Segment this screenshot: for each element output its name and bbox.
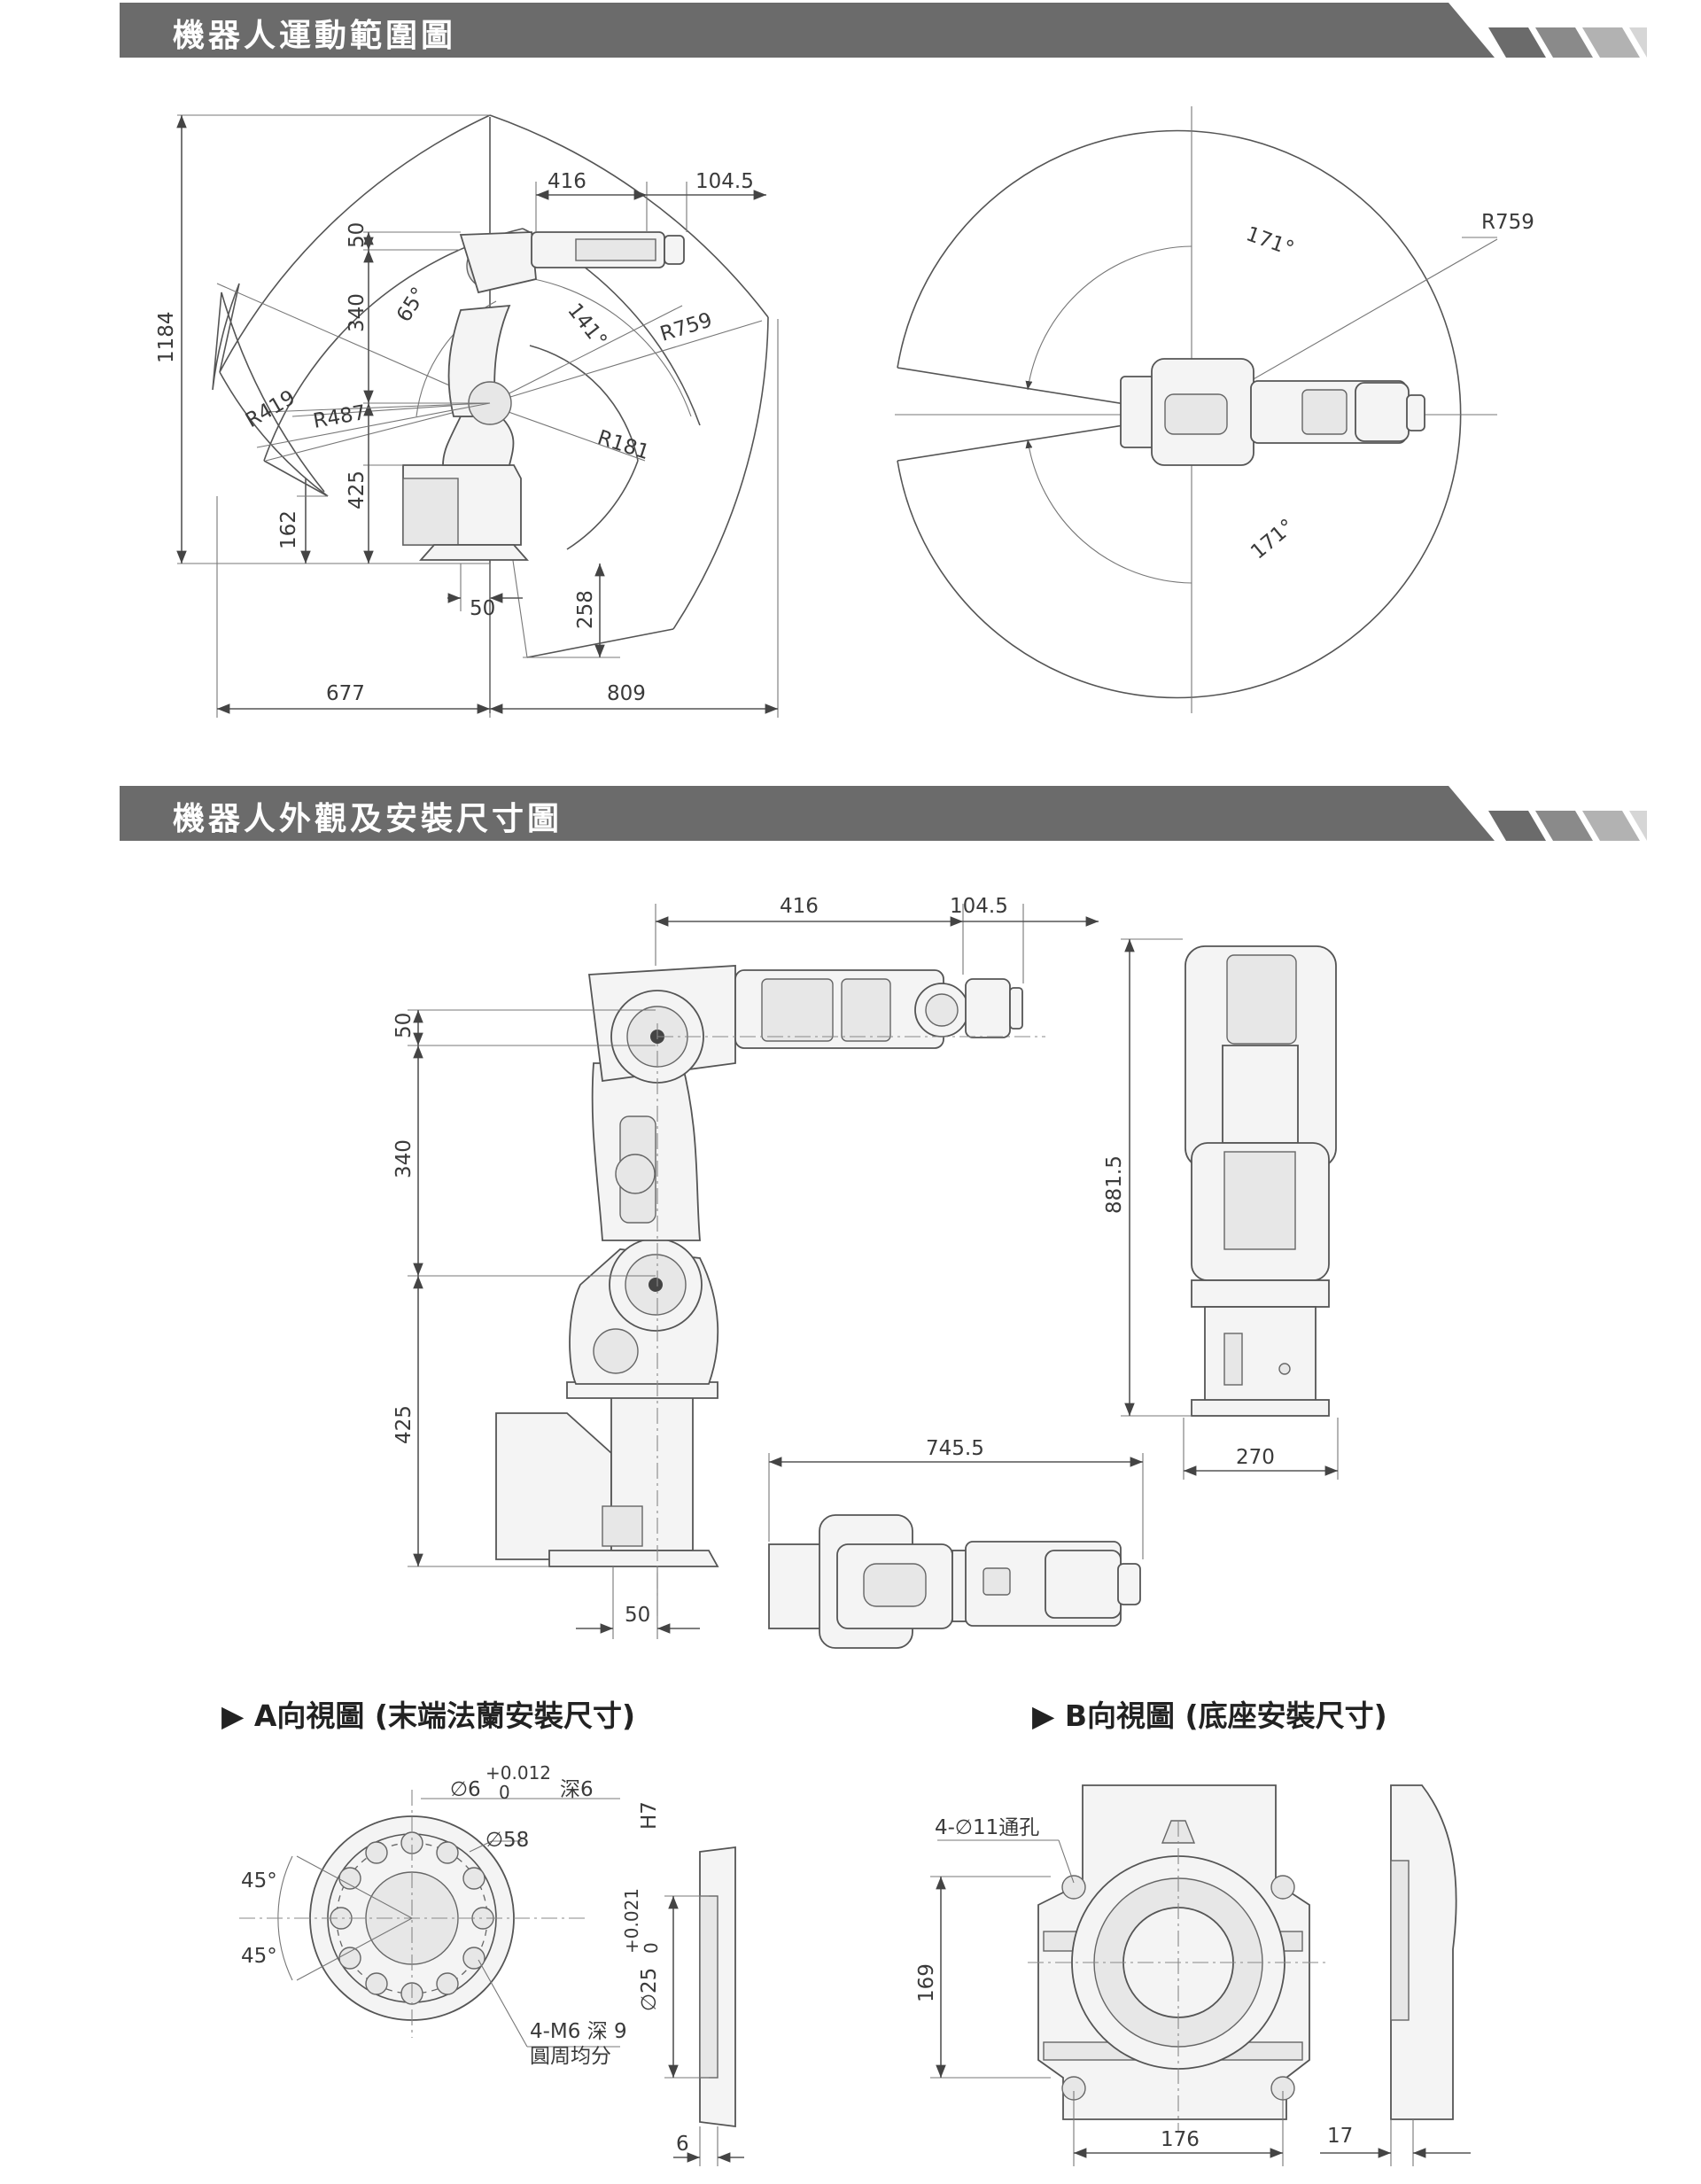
dim-162: 162 [277, 510, 300, 549]
motion-range-top-view: 171° 171° R759 [895, 106, 1534, 713]
dim-340-app: 340 [392, 1139, 416, 1178]
flange-pin-tol-plus: +0.012 [485, 1762, 551, 1784]
flange-m6-note: 圓周均分 [530, 2045, 611, 2068]
base-dim-169: 169 [915, 1963, 938, 2002]
flange-angle-45-bottom: 45° [241, 1945, 277, 1968]
flange-d25-tol-plus: +0.021 [621, 1888, 642, 1954]
angle-65: 65° [392, 284, 431, 326]
section-banner-appearance: 機器人外觀及安裝尺寸圖 [120, 786, 1648, 841]
flange-d25-tol-zero: 0 [641, 1942, 662, 1954]
flange-m6-holes: 4-M6 深 9 [530, 2020, 627, 2043]
dim-425-app: 425 [392, 1405, 416, 1444]
angle-171-top: 171° [1243, 222, 1297, 260]
dim-425: 425 [346, 470, 369, 509]
appearance-title: 機器人外觀及安裝尺寸圖 [173, 801, 563, 837]
dim-50-app: 50 [392, 1013, 416, 1038]
flange-d58: ∅58 [485, 1829, 529, 1852]
dim-50-base: 50 [470, 597, 495, 620]
dim-416: 416 [548, 170, 586, 193]
dim-340: 340 [346, 293, 369, 332]
dim-809: 809 [607, 682, 646, 705]
dim-677: 677 [326, 682, 365, 705]
flange-dim-6: 6 [676, 2133, 689, 2156]
flange-pin-depth: 深6 [560, 1778, 594, 1801]
section-banner-motion-range: 機器人運動範圍圖 [120, 3, 1648, 58]
dim-50-app-base: 50 [625, 1604, 650, 1627]
motion-range-title: 機器人運動範圍圖 [173, 18, 457, 54]
banner-shape [120, 786, 1647, 841]
flange-angle-45-top: 45° [241, 1869, 277, 1893]
dim-50: 50 [346, 222, 369, 248]
dim-270: 270 [1236, 1446, 1275, 1469]
motion-range-side-view: 416 104.5 1184 50 340 425 162 50 258 677… [155, 114, 779, 718]
radius-419: R419 [242, 386, 299, 432]
angle-171-bottom: 171° [1247, 515, 1299, 564]
radius-181: R181 [594, 426, 652, 464]
dim-258: 258 [574, 590, 597, 629]
dim-745-5: 745.5 [926, 1437, 984, 1460]
dim-881-5: 881.5 [1103, 1155, 1126, 1214]
base-dim-176: 176 [1161, 2128, 1200, 2151]
dim-1184: 1184 [155, 311, 178, 363]
dim-104-5-app: 104.5 [950, 895, 1008, 918]
view-a-flange: ▶ A向視圖 (末端法蘭安裝尺寸) ∅6 +0.012 [221, 1698, 744, 2166]
view-b-base: ▶ B向視圖 (底座安裝尺寸) 4-∅11通孔 169 176 17 [915, 1698, 1471, 2166]
base-holes: 4-∅11通孔 [935, 1816, 1039, 1839]
flange-pin-dia: ∅6 [450, 1778, 481, 1801]
flange-holes [330, 1831, 494, 2005]
flange-pin-tol-zero: 0 [499, 1782, 510, 1803]
flange-fit-h7: H7 [638, 1801, 661, 1830]
view-a-title: ▶ A向視圖 (末端法蘭安裝尺寸) [221, 1698, 635, 1733]
dim-104-5: 104.5 [695, 170, 754, 193]
radius-759-top: R759 [1481, 211, 1534, 234]
view-b-title: ▶ B向視圖 (底座安裝尺寸) [1032, 1698, 1387, 1733]
flange-d25: ∅25 [638, 1968, 661, 2011]
appearance-side-view: 416 104.5 50 340 425 50 [392, 895, 1099, 1639]
base-dim-17: 17 [1327, 2125, 1353, 2148]
appearance-front-view: 881.5 270 [1103, 938, 1339, 1480]
appearance-top-view: 745.5 [768, 1437, 1144, 1649]
banner-shape [120, 3, 1647, 58]
dim-416-app: 416 [780, 895, 819, 918]
